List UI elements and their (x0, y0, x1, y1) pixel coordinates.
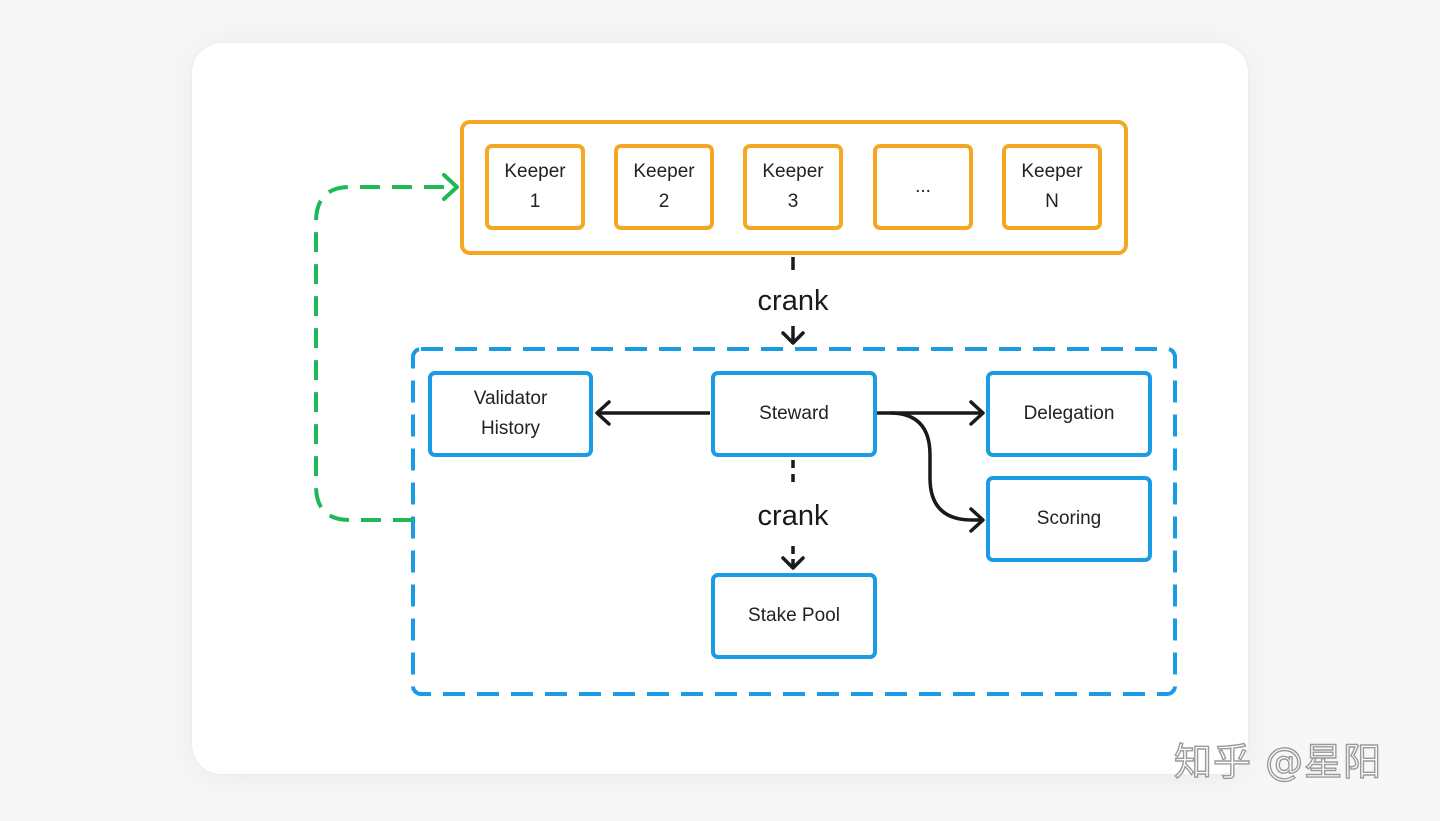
stake-pool-box: Stake Pool (711, 573, 877, 659)
crank-top-arrowhead (781, 331, 805, 345)
crank-bottom-arrowhead (781, 556, 805, 570)
validator-history-line1: Validator (473, 388, 548, 409)
arrow-steward-to-scoring (889, 411, 982, 522)
scoring-label: Scoring (1036, 508, 1102, 529)
arrowhead-history (595, 400, 611, 426)
scoring-box: Scoring (986, 476, 1152, 562)
keeper-3-label: Keeper (762, 161, 824, 182)
keeper-n-box: Keeper N (1002, 144, 1102, 230)
keeper-2-label: Keeper (633, 161, 695, 182)
crank-label-top: crank (757, 285, 829, 317)
keeper-1-box: Keeper 1 (485, 144, 585, 230)
keeper-1-number: 1 (529, 191, 541, 212)
watermark-text: 知乎 @星阳 (1173, 739, 1383, 784)
crank-label-bottom: crank (757, 500, 829, 532)
validator-history-line2: History (480, 418, 541, 439)
keeper-2-box: Keeper 2 (614, 144, 714, 230)
keeper-3-box: Keeper 3 (743, 144, 843, 230)
feedback-arrowhead (442, 173, 459, 201)
keeper-ellipsis-label: ... (915, 176, 931, 197)
feedback-loop-line (314, 185, 455, 522)
keeper-1-label: Keeper (504, 161, 566, 182)
keeper-3-number: 3 (787, 191, 799, 212)
validator-history-box: Validator History (428, 371, 593, 457)
stake-pool-label: Stake Pool (748, 605, 840, 626)
steward-box: Steward (711, 371, 877, 457)
steward-label: Steward (759, 403, 829, 424)
keeper-2-number: 2 (658, 191, 670, 212)
keeper-ellipsis-box: ... (873, 144, 973, 230)
arrowhead-scoring (969, 507, 985, 533)
keeper-group-border (460, 120, 1128, 255)
delegation-box: Delegation (986, 371, 1152, 457)
keeper-n-label: Keeper (1021, 161, 1083, 182)
delegation-label: Delegation (1023, 403, 1115, 424)
keeper-n-number: N (1045, 191, 1059, 212)
arrowhead-delegation (969, 400, 985, 426)
